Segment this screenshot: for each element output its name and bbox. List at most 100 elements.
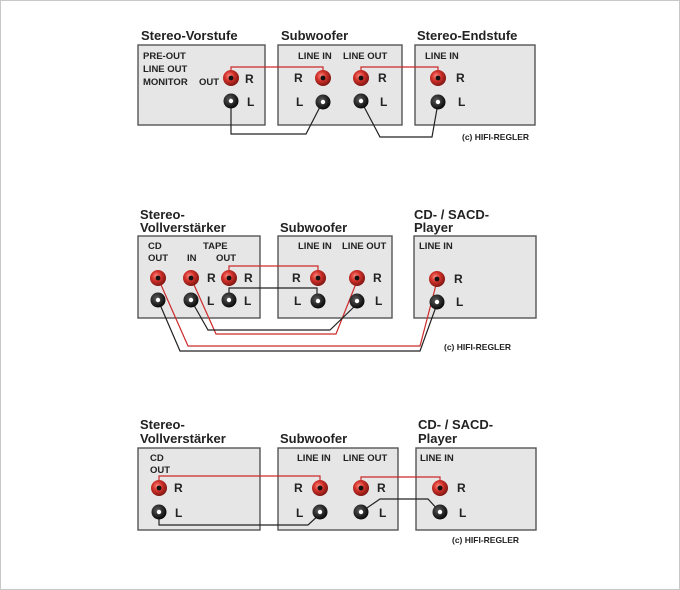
sub-line-out-label-2: LINE OUT bbox=[342, 241, 387, 252]
rca-jack-red bbox=[310, 270, 326, 286]
player-title-line-1: CD- / SACD- bbox=[418, 417, 493, 432]
channel-l-label: L bbox=[459, 506, 466, 520]
amp-title-line-1: Stereo- bbox=[140, 417, 185, 432]
rca-jack-red bbox=[353, 70, 369, 86]
red-wire bbox=[157, 277, 438, 347]
channel-l-label: L bbox=[379, 506, 386, 520]
cd-label: CD bbox=[148, 241, 162, 252]
rca-jack-red bbox=[315, 70, 331, 86]
channel-r-label: R bbox=[292, 271, 301, 285]
channel-r-label: R bbox=[454, 272, 463, 286]
subwoofer-box-2 bbox=[277, 235, 393, 319]
channel-r-label: R bbox=[456, 71, 465, 85]
amp-title-line-2: Vollverstärker bbox=[140, 220, 226, 235]
rca-jack-red bbox=[432, 480, 448, 496]
vorstufe-title: Stereo-Vorstufe bbox=[141, 28, 238, 43]
copyright-label: (c) HIFI-REGLER bbox=[452, 535, 519, 545]
channel-r-label: R bbox=[457, 481, 466, 495]
diagram-2: Stereo- Vollverstärker Subwoofer CD- / S… bbox=[137, 207, 537, 352]
channel-r-label: R bbox=[294, 71, 303, 85]
sub-line-out-label-3: LINE OUT bbox=[343, 453, 388, 464]
player-title-line-2: Player bbox=[414, 220, 453, 235]
channel-l-label: L bbox=[294, 294, 301, 308]
channel-l-label: L bbox=[175, 506, 182, 520]
tape-in-label: IN bbox=[187, 253, 197, 264]
rca-jack-red bbox=[183, 270, 199, 286]
channel-r-label: R bbox=[373, 271, 382, 285]
subwoofer-box-1 bbox=[277, 44, 403, 126]
channel-l-label: L bbox=[296, 95, 303, 109]
amp-title-line-2: Vollverstärker bbox=[140, 431, 226, 446]
channel-l-label: L bbox=[244, 294, 251, 308]
rca-jack-red bbox=[151, 480, 167, 496]
cd-out-label: OUT bbox=[150, 465, 170, 476]
channel-l-label: L bbox=[375, 294, 382, 308]
sub-line-in-label-3: LINE IN bbox=[297, 453, 331, 464]
channel-l-label: L bbox=[380, 95, 387, 109]
channel-l-label: L bbox=[296, 506, 303, 520]
rca-jack-black bbox=[429, 294, 445, 310]
diagram-3: Stereo- Vollverstärker Subwoofer CD- / S… bbox=[137, 417, 537, 545]
rca-jack-black bbox=[315, 94, 331, 110]
rca-jack-black bbox=[221, 292, 237, 308]
rca-jack-red bbox=[221, 270, 237, 286]
rca-jack-red bbox=[349, 270, 365, 286]
tape-label: TAPE bbox=[203, 241, 228, 252]
rca-jack-black bbox=[310, 293, 326, 309]
rca-jack-black bbox=[353, 93, 369, 109]
copyright-label: (c) HIFI-REGLER bbox=[444, 342, 511, 352]
cd-label: CD bbox=[150, 453, 164, 464]
black-wire bbox=[360, 498, 441, 513]
rca-jack-red bbox=[312, 480, 328, 496]
endstufe-title: Stereo-Endstufe bbox=[417, 28, 517, 43]
subwoofer-title-1: Subwoofer bbox=[281, 28, 348, 43]
channel-r-label: R bbox=[378, 71, 387, 85]
subwoofer-title-3: Subwoofer bbox=[280, 431, 347, 446]
rca-jack-black bbox=[432, 504, 448, 520]
channel-l-label: L bbox=[456, 295, 463, 309]
channel-l-label: L bbox=[207, 294, 214, 308]
subwoofer-title-2: Subwoofer bbox=[280, 220, 347, 235]
channel-r-label: R bbox=[245, 72, 254, 86]
rca-jack-red bbox=[150, 270, 166, 286]
channel-r-label: R bbox=[244, 271, 253, 285]
monitor-label: MONITOR bbox=[143, 77, 188, 88]
rca-jack-black bbox=[183, 292, 199, 308]
tape-out-label: OUT bbox=[216, 253, 236, 264]
player-line-in-label-2: LINE IN bbox=[419, 241, 453, 252]
red-wire bbox=[190, 277, 358, 335]
end-line-in-label: LINE IN bbox=[425, 51, 459, 62]
rca-jack-black bbox=[312, 504, 328, 520]
endstufe-box bbox=[414, 44, 536, 126]
out-label: OUT bbox=[199, 77, 219, 88]
sub-line-out-label-1: LINE OUT bbox=[343, 51, 388, 62]
player-line-in-label-3: LINE IN bbox=[420, 453, 454, 464]
sub-line-in-label-1: LINE IN bbox=[298, 51, 332, 62]
channel-r-label: R bbox=[207, 271, 216, 285]
rca-jack-black bbox=[349, 293, 365, 309]
rca-jack-black bbox=[353, 504, 369, 520]
copyright-label: (c) HIFI-REGLER bbox=[462, 132, 529, 142]
channel-l-label: L bbox=[247, 95, 254, 109]
black-wire bbox=[190, 299, 358, 331]
rca-jack-red bbox=[353, 480, 369, 496]
player-title-line-1: CD- / SACD- bbox=[414, 207, 489, 222]
cd-out-label: OUT bbox=[148, 253, 168, 264]
pre-out-label: PRE-OUT bbox=[143, 51, 186, 62]
black-wire bbox=[230, 101, 323, 135]
player-title-line-2: Player bbox=[418, 431, 457, 446]
black-wire bbox=[360, 100, 439, 138]
sub-line-in-label-2: LINE IN bbox=[298, 241, 332, 252]
channel-r-label: R bbox=[174, 481, 183, 495]
rca-jack-black bbox=[430, 94, 446, 110]
rca-jack-red bbox=[430, 70, 446, 86]
channel-r-label: R bbox=[294, 481, 303, 495]
diagram-1: Stereo-Vorstufe Subwoofer Stereo-Endstuf… bbox=[137, 28, 536, 142]
channel-l-label: L bbox=[458, 95, 465, 109]
rca-jack-red bbox=[429, 271, 445, 287]
black-wire bbox=[157, 299, 438, 352]
subwoofer-box-3 bbox=[277, 447, 399, 531]
vorstufe-box bbox=[137, 44, 266, 126]
channel-r-label: R bbox=[377, 481, 386, 495]
